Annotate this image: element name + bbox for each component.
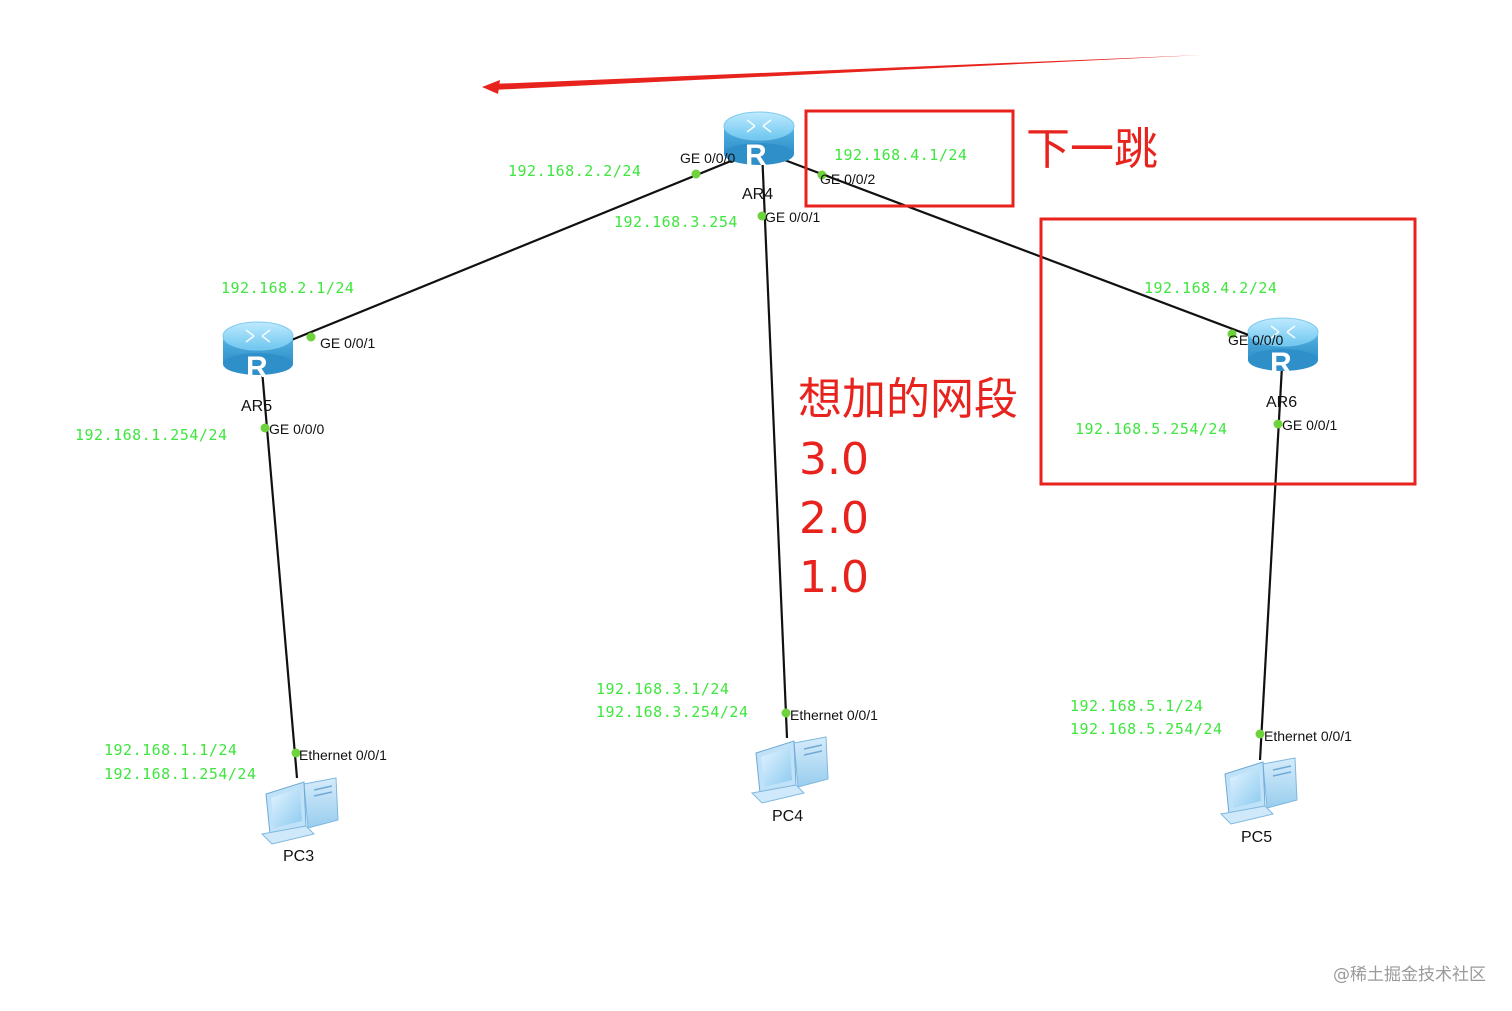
ar6-highlight-box xyxy=(1039,217,1417,486)
link-ar5-pc3 xyxy=(260,369,299,779)
router-ar4-label: AR4 xyxy=(742,186,774,203)
ip-ar6-ge000: 192.168.4.2/24 xyxy=(1144,279,1278,297)
ar6-port-ge001: GE 0/0/1 xyxy=(1282,417,1338,433)
ar4-port-ge001: GE 0/0/1 xyxy=(765,209,821,225)
ip-pc4: 192.168.3.1/24 xyxy=(596,680,730,698)
ip-ar4-ge002: 192.168.4.1/24 xyxy=(834,146,968,164)
pc5-icon[interactable] xyxy=(1220,757,1298,825)
ip-ar4-ge000: 192.168.2.2/24 xyxy=(508,162,642,180)
pc5-port-eth: Ethernet 0/0/1 xyxy=(1264,728,1352,744)
port-dot xyxy=(757,211,767,221)
pc4-port-eth: Ethernet 0/0/1 xyxy=(790,707,878,723)
pc4-icon[interactable] xyxy=(751,736,829,804)
ip-ar4-ge001: 192.168.3.254 xyxy=(614,213,738,231)
gw-pc5: 192.168.5.254/24 xyxy=(1070,720,1223,738)
link-ar4-ar6 xyxy=(757,148,1284,350)
pc5-label: PC5 xyxy=(1241,829,1273,846)
ip-ar5-ge001: 192.168.2.1/24 xyxy=(221,279,355,297)
router-ar5-glyph: R xyxy=(246,351,268,384)
port-dot xyxy=(306,332,316,342)
pc3-icon[interactable] xyxy=(261,777,339,845)
desired-networks-annotation: 想加的网段 xyxy=(798,374,1018,425)
next-hop-annotation: 下一跳 xyxy=(1026,124,1158,175)
direction-arrow xyxy=(482,55,1202,94)
ip-ar6-ge001: 192.168.5.254/24 xyxy=(1075,420,1228,438)
pc3-port-eth: Ethernet 0/0/1 xyxy=(299,747,387,763)
port-dot xyxy=(1227,329,1237,339)
ip-ar5-ge000: 192.168.1.254/24 xyxy=(75,426,228,444)
port-dot xyxy=(691,169,701,179)
network-item-1: 1.0 xyxy=(799,552,869,603)
ar4-port-ge002: GE 0/0/2 xyxy=(820,171,876,187)
pc4-label: PC4 xyxy=(772,808,804,825)
links xyxy=(260,148,1284,779)
gw-pc3: 192.168.1.254/24 xyxy=(104,765,257,783)
port-dot xyxy=(1255,729,1265,739)
ar5-port-ge000: GE 0/0/0 xyxy=(269,421,325,437)
link-ar4-ar5 xyxy=(261,148,759,354)
next-hop-highlight-box xyxy=(804,109,1015,208)
port-dot xyxy=(260,423,270,433)
ip-pc3: 192.168.1.1/24 xyxy=(104,741,238,759)
watermark: @稀土掘金技术社区 xyxy=(1333,965,1486,985)
gw-pc4: 192.168.3.254/24 xyxy=(596,703,749,721)
router-ar6-glyph: R xyxy=(1270,347,1292,380)
link-ar6-pc5 xyxy=(1258,365,1284,761)
port-dot xyxy=(1273,419,1283,429)
port-dot xyxy=(291,748,301,758)
port-dot xyxy=(781,708,791,718)
port-dot xyxy=(817,170,827,180)
ar6-port-ge000: GE 0/0/0 xyxy=(1228,332,1284,348)
network-item-2: 2.0 xyxy=(799,493,869,544)
router-ar5-label: AR5 xyxy=(241,398,273,415)
ar4-port-ge000: GE 0/0/0 xyxy=(680,150,736,166)
ar5-port-ge001: GE 0/0/1 xyxy=(320,335,376,351)
router-ar4-glyph: R xyxy=(745,139,767,172)
link-ar4-pc4 xyxy=(760,149,789,739)
port-dots xyxy=(260,169,1283,758)
ip-pc5: 192.168.5.1/24 xyxy=(1070,697,1204,715)
network-item-3: 3.0 xyxy=(799,434,869,485)
pc3-label: PC3 xyxy=(283,848,315,865)
router-ar6-label: AR6 xyxy=(1266,394,1298,411)
